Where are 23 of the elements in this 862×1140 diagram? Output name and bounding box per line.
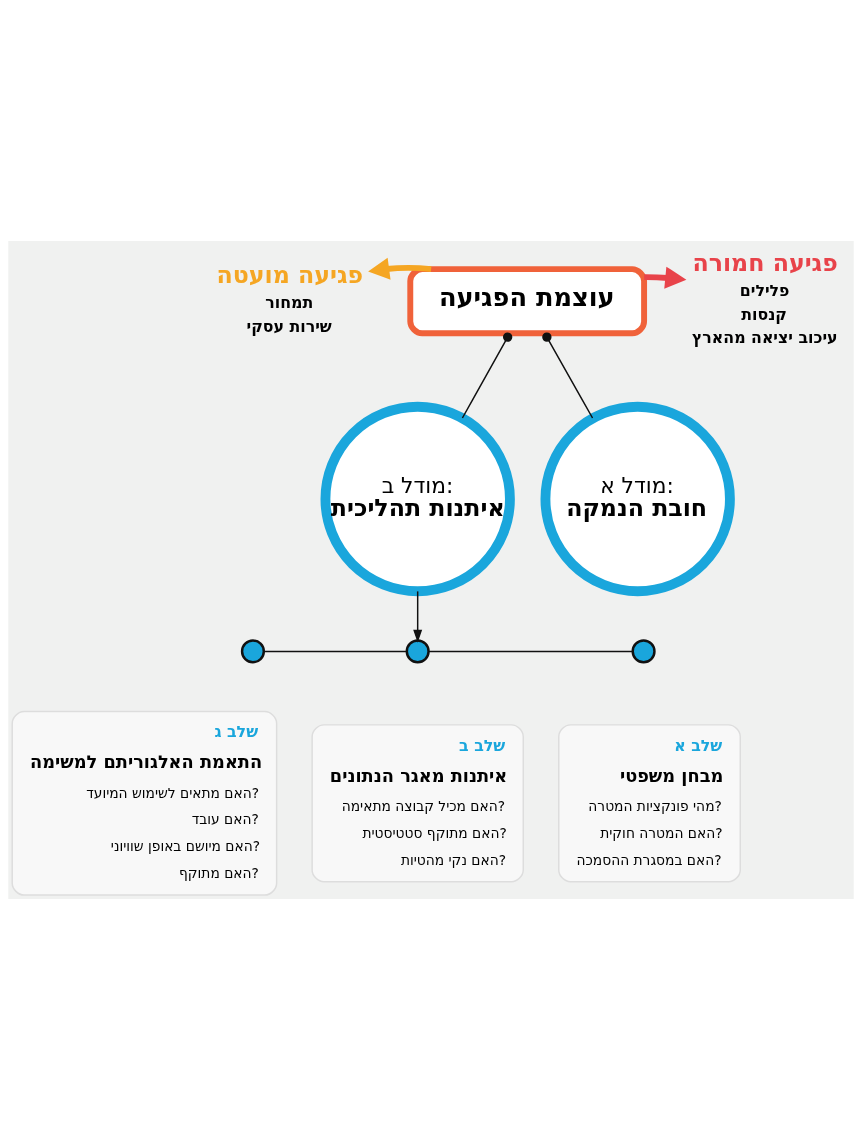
node-box: שלב ג התאמת האלגוריתם למשימה האם מתאים לשימוש המיועד? האם עובד? האם מיושם באופן שוויוני? האם מתוקף? [11,710,278,896]
node-label: פלילים [739,281,790,301]
node-label: שירות עסקי [246,316,332,336]
node-text: פגיעה מועטה [216,260,364,289]
node-box: עוצמת הפגיעה [407,266,648,337]
arrow [413,590,423,643]
node-circle: מודל א: חובת הנמקה [540,401,735,597]
arrow [644,266,687,289]
connector [263,650,408,653]
node-circle: מודל ב: איתנות תהליכית [320,401,515,597]
node-circle [240,639,266,664]
node-label: תמחור [265,292,314,312]
arrow [368,257,432,280]
node-label: קנסות [741,304,787,324]
node-box: שלב א מבחן משפטי מהי פונקציות המטרה? האם המטרה חוקית? האם במסגרת ההסמכה? [558,724,741,883]
node-circle [405,639,430,664]
node-box: שלב ב איתנות מאגר הנתונים האם מכיל קבוצה מתאימה? האם מתוקף סטטיסטית? האם נקי מהטיות? [311,724,524,883]
connector [427,650,634,653]
connector [542,332,594,419]
node-text: פגיעה חמורה [692,248,838,277]
node-label: עיכוב יציאה מהארץ [691,328,838,348]
connector [461,332,513,419]
node-circle [631,639,656,664]
